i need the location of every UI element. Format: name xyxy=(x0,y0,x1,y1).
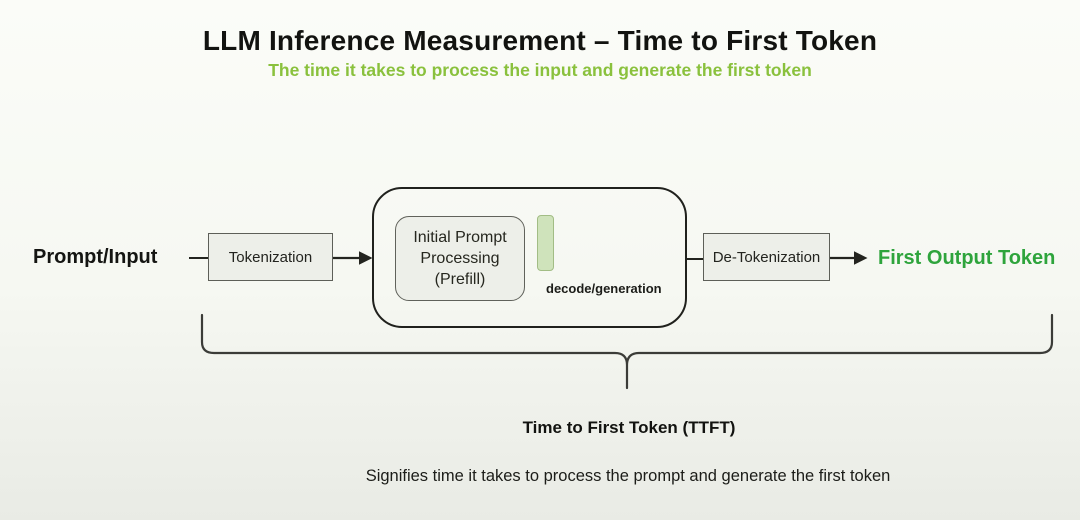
arrow-detokenization-to-output-head xyxy=(854,251,868,265)
first-output-token-label: First Output Token xyxy=(878,247,1056,269)
page-title: LLM Inference Measurement – Time to Firs… xyxy=(202,25,878,56)
detokenization-box: De-Tokenization xyxy=(703,233,830,281)
detokenization-label: De-Tokenization xyxy=(712,248,821,266)
decode-token-bar xyxy=(537,215,554,271)
prompt-input-label: Prompt/Input xyxy=(33,246,158,268)
prefill-label-line3: (Prefill) xyxy=(434,271,486,288)
tokenization-label: Tokenization xyxy=(228,248,313,266)
ttft-label: Time to First Token (TTFT) xyxy=(522,418,736,437)
tokenization-box: Tokenization xyxy=(208,233,333,281)
prefill-label-line2: Processing xyxy=(420,250,500,267)
inference-engine-box: Initial Prompt Processing (Prefill) deco… xyxy=(372,187,687,328)
ttft-description: Signifies time it takes to process the p… xyxy=(365,467,891,485)
decode-generation-label: decode/generation xyxy=(546,281,662,296)
prefill-box: Initial Prompt Processing (Prefill) xyxy=(395,216,525,301)
page-subtitle: The time it takes to process the input a… xyxy=(268,60,812,80)
prefill-label-line1: Initial Prompt xyxy=(413,229,507,246)
arrow-tokenization-to-engine-head xyxy=(359,251,373,265)
